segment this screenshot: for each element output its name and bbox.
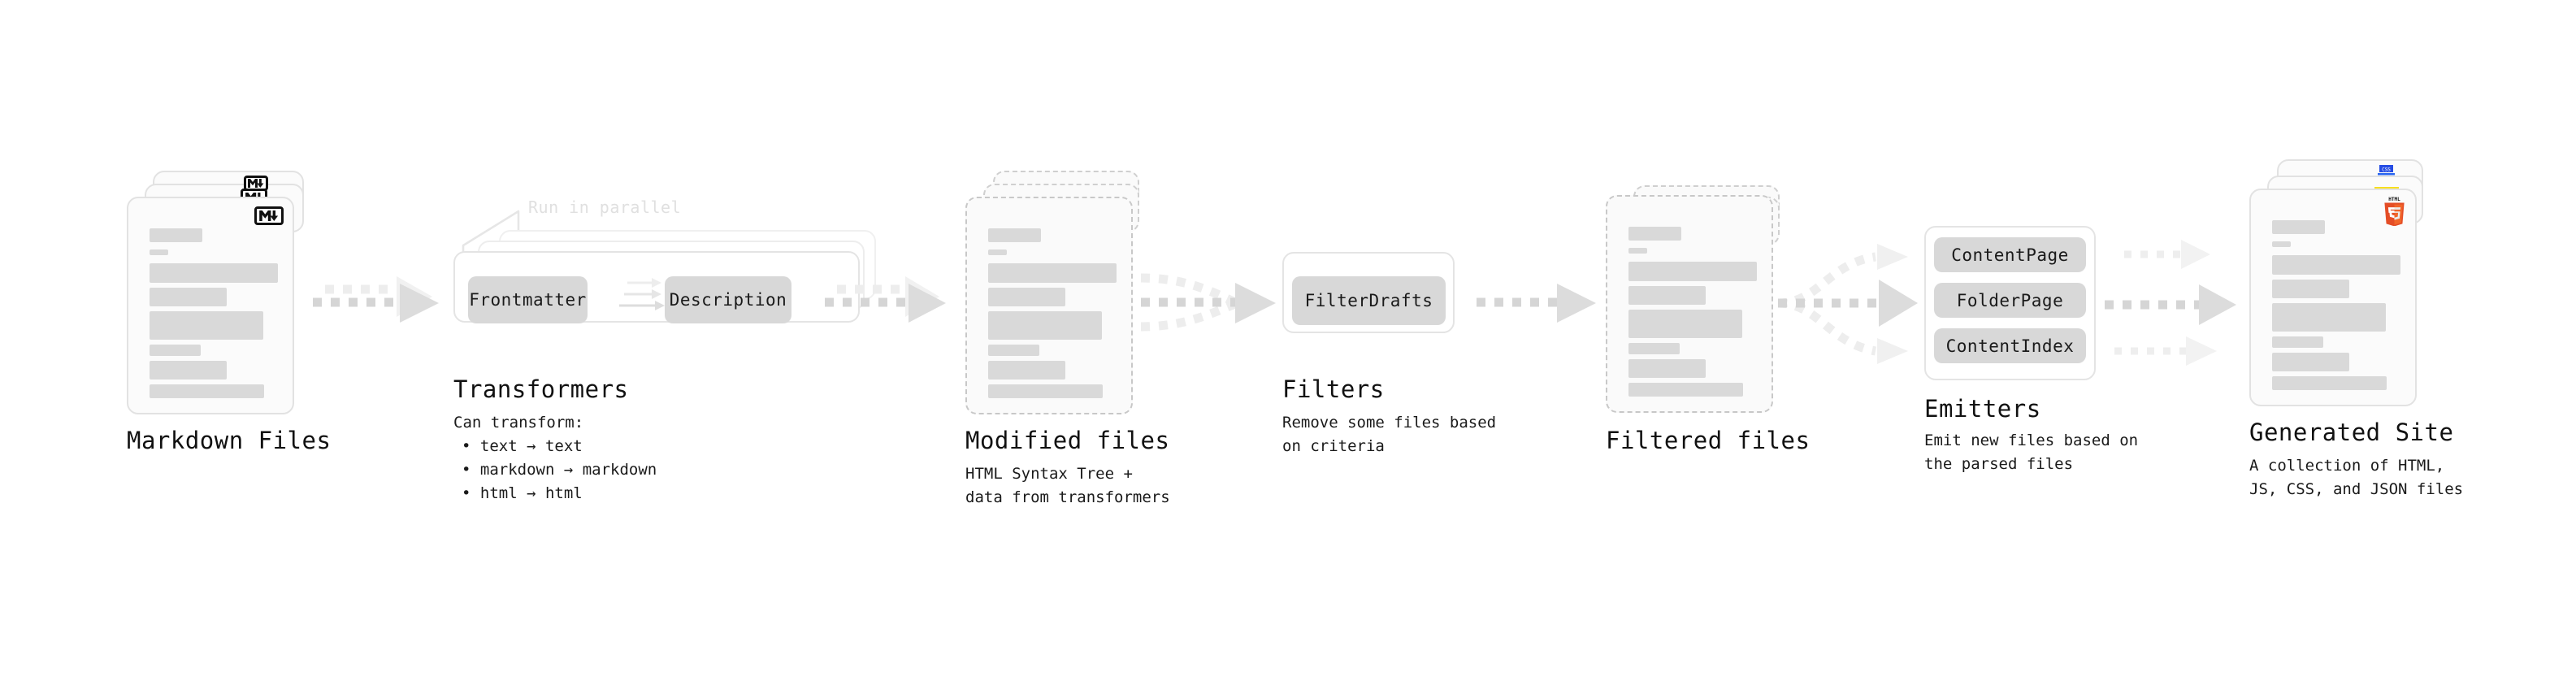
stage-title-generated-site: Generated Site — [2249, 419, 2454, 446]
conn-md-to-transformers — [313, 276, 439, 323]
conn-transformers-to-modified — [825, 276, 946, 323]
css3-icon: CSS — [2376, 164, 2399, 180]
markdown-file-card — [127, 197, 294, 414]
stage-title-markdown-files: Markdown Files — [127, 427, 332, 454]
chip-filterdrafts[interactable]: FilterDrafts — [1292, 276, 1446, 325]
conn-emitters-to-site — [2105, 240, 2236, 366]
svg-text:CSS: CSS — [2382, 167, 2391, 173]
modified-files-caption: HTML Syntax Tree + data from transformer… — [965, 465, 1170, 506]
chip-contentindex-label: ContentIndex — [1945, 336, 2075, 356]
svg-text:HTML: HTML — [2388, 197, 2400, 202]
chip-frontmatter-label: Frontmatter — [469, 290, 587, 310]
stage-title-filters: Filters — [1282, 375, 1385, 403]
transformers-caption: Can transform: — [453, 414, 584, 432]
html5-icon: HTML — [2381, 195, 2408, 229]
transformers-bullets: • text → text — [462, 437, 583, 455]
chip-description[interactable]: Description — [665, 276, 791, 323]
chip-frontmatter[interactable]: Frontmatter — [468, 276, 588, 323]
markdown-icon — [254, 206, 284, 225]
conn-filtered-to-emitters — [1777, 244, 1918, 364]
chip-folderpage-label: FolderPage — [1956, 290, 2064, 310]
conn-filters-to-filtered — [1477, 284, 1596, 323]
run-in-parallel-label: Run in parallel — [528, 197, 682, 217]
generated-site-card: HTML — [2249, 189, 2417, 406]
filtered-file-card — [1606, 195, 1773, 413]
chip-contentpage[interactable]: ContentPage — [1934, 237, 2086, 272]
transformers-bullets-3: • html → html — [462, 484, 583, 502]
frontmatter-to-description-arrows — [619, 278, 665, 310]
stage-title-filtered-files: Filtered files — [1606, 427, 1811, 454]
generated-site-caption: A collection of HTML, JS, CSS, and JSON … — [2249, 457, 2464, 498]
chip-filterdrafts-label: FilterDrafts — [1304, 291, 1433, 310]
stage-title-modified-files: Modified files — [965, 427, 1170, 454]
stage-title-transformers: Transformers — [453, 375, 629, 403]
chip-description-label: Description — [669, 290, 787, 310]
stage-title-emitters: Emitters — [1924, 395, 2041, 423]
emitters-caption: Emit new files based on the parsed files — [1924, 432, 2139, 473]
transformers-bullets-2: • markdown → markdown — [462, 461, 657, 479]
modified-file-card — [965, 197, 1133, 414]
chip-contentpage-label: ContentPage — [1951, 245, 2069, 265]
filters-caption: Remove some files based on criteria — [1282, 414, 1497, 455]
chip-contentindex[interactable]: ContentIndex — [1934, 328, 2086, 363]
conn-modified-to-filters — [1140, 273, 1276, 332]
chip-folderpage[interactable]: FolderPage — [1934, 283, 2086, 318]
